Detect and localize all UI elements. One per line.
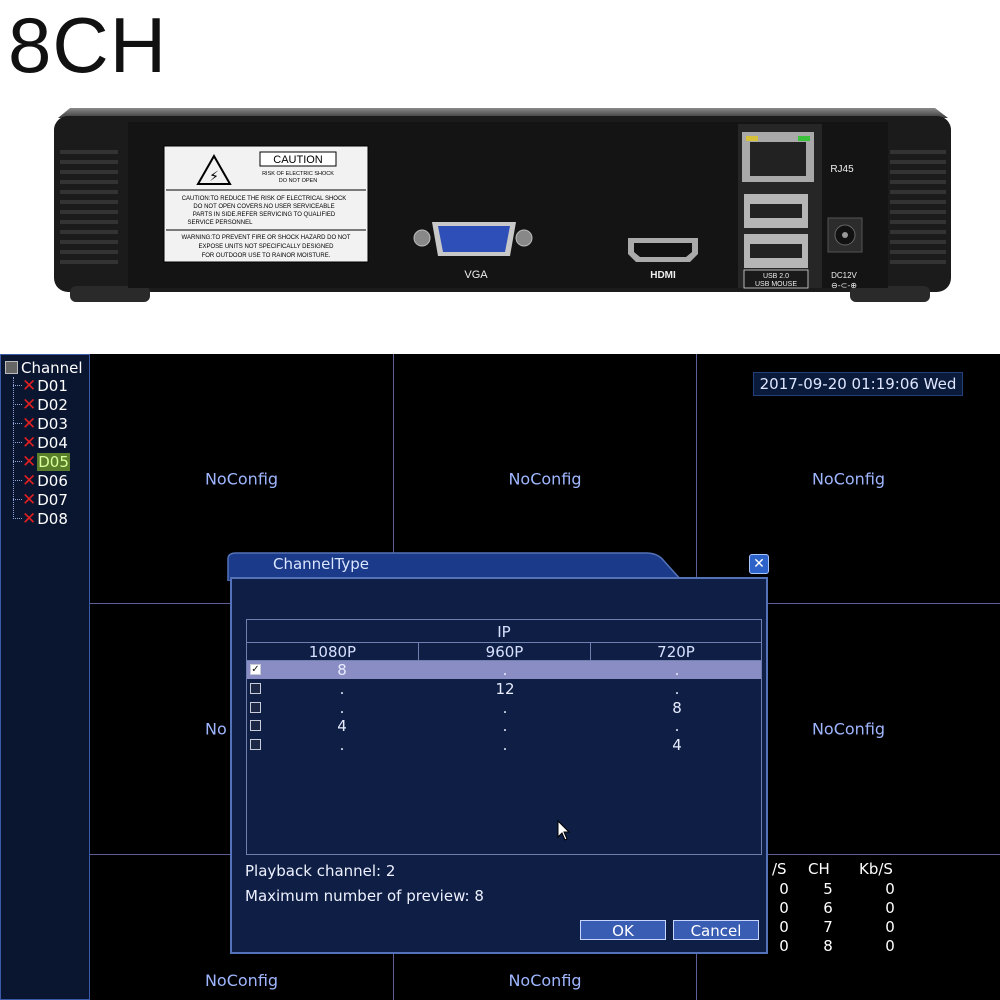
cancel-button[interactable]: Cancel: [673, 920, 759, 940]
dialog-title: ChannelType: [273, 555, 370, 573]
svg-text:CAUTION:TO REDUCE THE RISK OF: CAUTION:TO REDUCE THE RISK OF ELECTRICAL…: [182, 196, 347, 202]
svg-text:RISK OF ELECTRIC SHOCK: RISK OF ELECTRIC SHOCK: [262, 171, 334, 177]
caution-title: CAUTION: [273, 154, 323, 166]
svg-text:⊖-⊂-⊕: ⊖-⊂-⊕: [831, 281, 857, 290]
stats-value: 0: [885, 937, 895, 955]
dialog-title-tab: [227, 552, 684, 581]
stats-header: CH: [808, 860, 830, 878]
dc-label: DC12V: [831, 271, 857, 280]
disconnected-icon: ✕: [22, 414, 37, 434]
channel-type-dialog: ChannelType ✕ IP 1080P 960P 720P ✓ 8 . .…: [226, 551, 772, 958]
stats-value: 5: [823, 880, 833, 898]
stats-value: 8: [823, 937, 833, 955]
mouse-pointer-icon: [557, 820, 571, 841]
channel-item-d01[interactable]: ✕D01: [13, 377, 68, 395]
stats-value: 0: [779, 880, 789, 898]
playback-channel-text: Playback channel: 2: [245, 862, 396, 880]
tree-folder-icon: [5, 361, 18, 374]
stats-header: Kb/S: [859, 860, 893, 878]
row-checkbox[interactable]: [250, 739, 261, 750]
stats-header: /S: [772, 860, 787, 878]
ok-button[interactable]: OK: [580, 920, 666, 940]
channel-type-row-4[interactable]: 4 . .: [247, 717, 761, 735]
disconnected-icon: ✕: [22, 433, 37, 453]
svg-text:DO NOT OPEN COVERS.NO USER SER: DO NOT OPEN COVERS.NO USER SERVICEABLE: [193, 204, 334, 210]
disconnected-icon: ✕: [22, 452, 37, 472]
close-button[interactable]: ✕: [749, 554, 769, 574]
noconfig-label: NoConfig: [811, 719, 886, 739]
column-headers: 1080P 960P 720P: [247, 642, 761, 661]
datetime-display: 2017-09-20 01:19:06 Wed: [753, 372, 963, 396]
noconfig-label: No: [205, 719, 227, 739]
row-checkbox[interactable]: [250, 702, 261, 713]
rj45-label: RJ45: [830, 164, 854, 175]
column-header-960p: 960P: [485, 643, 524, 661]
svg-text:WARNING:TO PREVENT FIRE OR SHO: WARNING:TO PREVENT FIRE OR SHOCK HAZARD …: [182, 235, 351, 241]
video-tile-3[interactable]: NoConfig: [697, 354, 1000, 604]
product-channel-label: 8CH: [8, 1, 168, 89]
channel-item-d02[interactable]: ✕D02: [13, 396, 68, 414]
stats-value: 7: [823, 918, 833, 936]
disconnected-icon: ✕: [22, 395, 37, 415]
hdmi-label: HDMI: [650, 270, 676, 281]
tree-connector-line: [13, 377, 14, 519]
vga-label: VGA: [464, 269, 488, 281]
channel-item-d04[interactable]: ✕D04: [13, 434, 68, 452]
channel-item-d08[interactable]: ✕D08: [13, 510, 68, 528]
svg-text:FOR OUTDOOR USE TO RAINOR MOIS: FOR OUTDOOR USE TO RAINOR MOISTURE.: [202, 253, 331, 259]
video-tile-6[interactable]: NoConfig: [697, 604, 1000, 855]
svg-text:EXPOSE UNITS NOT SPECIFICALLY: EXPOSE UNITS NOT SPECIFICALLY DESIGNED: [198, 244, 334, 250]
channel-type-row-3[interactable]: . . 8: [247, 699, 761, 717]
channel-item-d03[interactable]: ✕D03: [13, 415, 68, 433]
dialog-body: IP 1080P 960P 720P ✓ 8 . . . 12 .: [230, 577, 768, 954]
noconfig-label: NoConfig: [811, 469, 886, 488]
max-preview-text: Maximum number of preview: 8: [245, 887, 484, 905]
nvr-rear-panel-image: ⚡ CAUTION RISK OF ELECTRIC SHOCK DO NOT …: [54, 108, 951, 302]
channel-type-row-1[interactable]: ✓ 8 . .: [247, 661, 761, 679]
channel-tree-panel: Channel ✕D01 ✕D02 ✕D03 ✕D04 ✕D05 ✕D06 ✕D…: [0, 354, 90, 1000]
disconnected-icon: ✕: [22, 509, 37, 529]
noconfig-label: NoConfig: [508, 971, 582, 990]
noconfig-label: NoConfig: [508, 469, 582, 488]
noconfig-label: NoConfig: [204, 971, 279, 990]
stats-value: 0: [885, 880, 895, 898]
channel-item-d07[interactable]: ✕D07: [13, 491, 68, 509]
noconfig-label: NoConfig: [204, 469, 279, 488]
row-checkbox[interactable]: [250, 720, 261, 731]
row-checkbox[interactable]: ✓: [250, 664, 261, 675]
channel-tree-root[interactable]: Channel: [5, 359, 83, 377]
disconnected-icon: ✕: [22, 490, 37, 510]
channel-type-row-2[interactable]: . 12 .: [247, 680, 761, 698]
disconnected-icon: ✕: [22, 376, 37, 396]
column-header-1080p: 1080P: [308, 643, 357, 661]
stats-value: 0: [885, 918, 895, 936]
stats-value: 0: [779, 937, 789, 955]
stats-value: 6: [823, 899, 833, 917]
svg-text:USB 2.0: USB 2.0: [763, 273, 789, 280]
svg-text:SERVICE PERSONNEL: SERVICE PERSONNEL: [188, 220, 254, 226]
ip-group-header: IP: [497, 623, 511, 641]
channel-tree-root-label: Channel: [21, 359, 83, 377]
svg-text:USB MOUSE: USB MOUSE: [755, 281, 797, 288]
stats-value: 0: [779, 918, 789, 936]
channel-item-d05[interactable]: ✕D05: [13, 453, 70, 471]
svg-text:PARTS IN SIDE.REFER SERVICING: PARTS IN SIDE.REFER SERVICING TO QUALIFI…: [193, 212, 336, 218]
svg-text:DO NOT OPEN: DO NOT OPEN: [279, 178, 317, 184]
channel-type-row-5[interactable]: . . 4: [247, 736, 761, 754]
stats-value: 0: [885, 899, 895, 917]
channel-type-table: IP 1080P 960P 720P ✓ 8 . . . 12 .: [246, 619, 762, 855]
svg-text:⚡: ⚡: [209, 169, 219, 185]
row-checkbox[interactable]: [250, 683, 261, 694]
disconnected-icon: ✕: [22, 471, 37, 491]
channel-item-d06[interactable]: ✕D06: [13, 472, 68, 490]
stats-value: 0: [779, 899, 789, 917]
column-header-720p: 720P: [657, 643, 695, 661]
close-icon: ✕: [753, 556, 765, 572]
